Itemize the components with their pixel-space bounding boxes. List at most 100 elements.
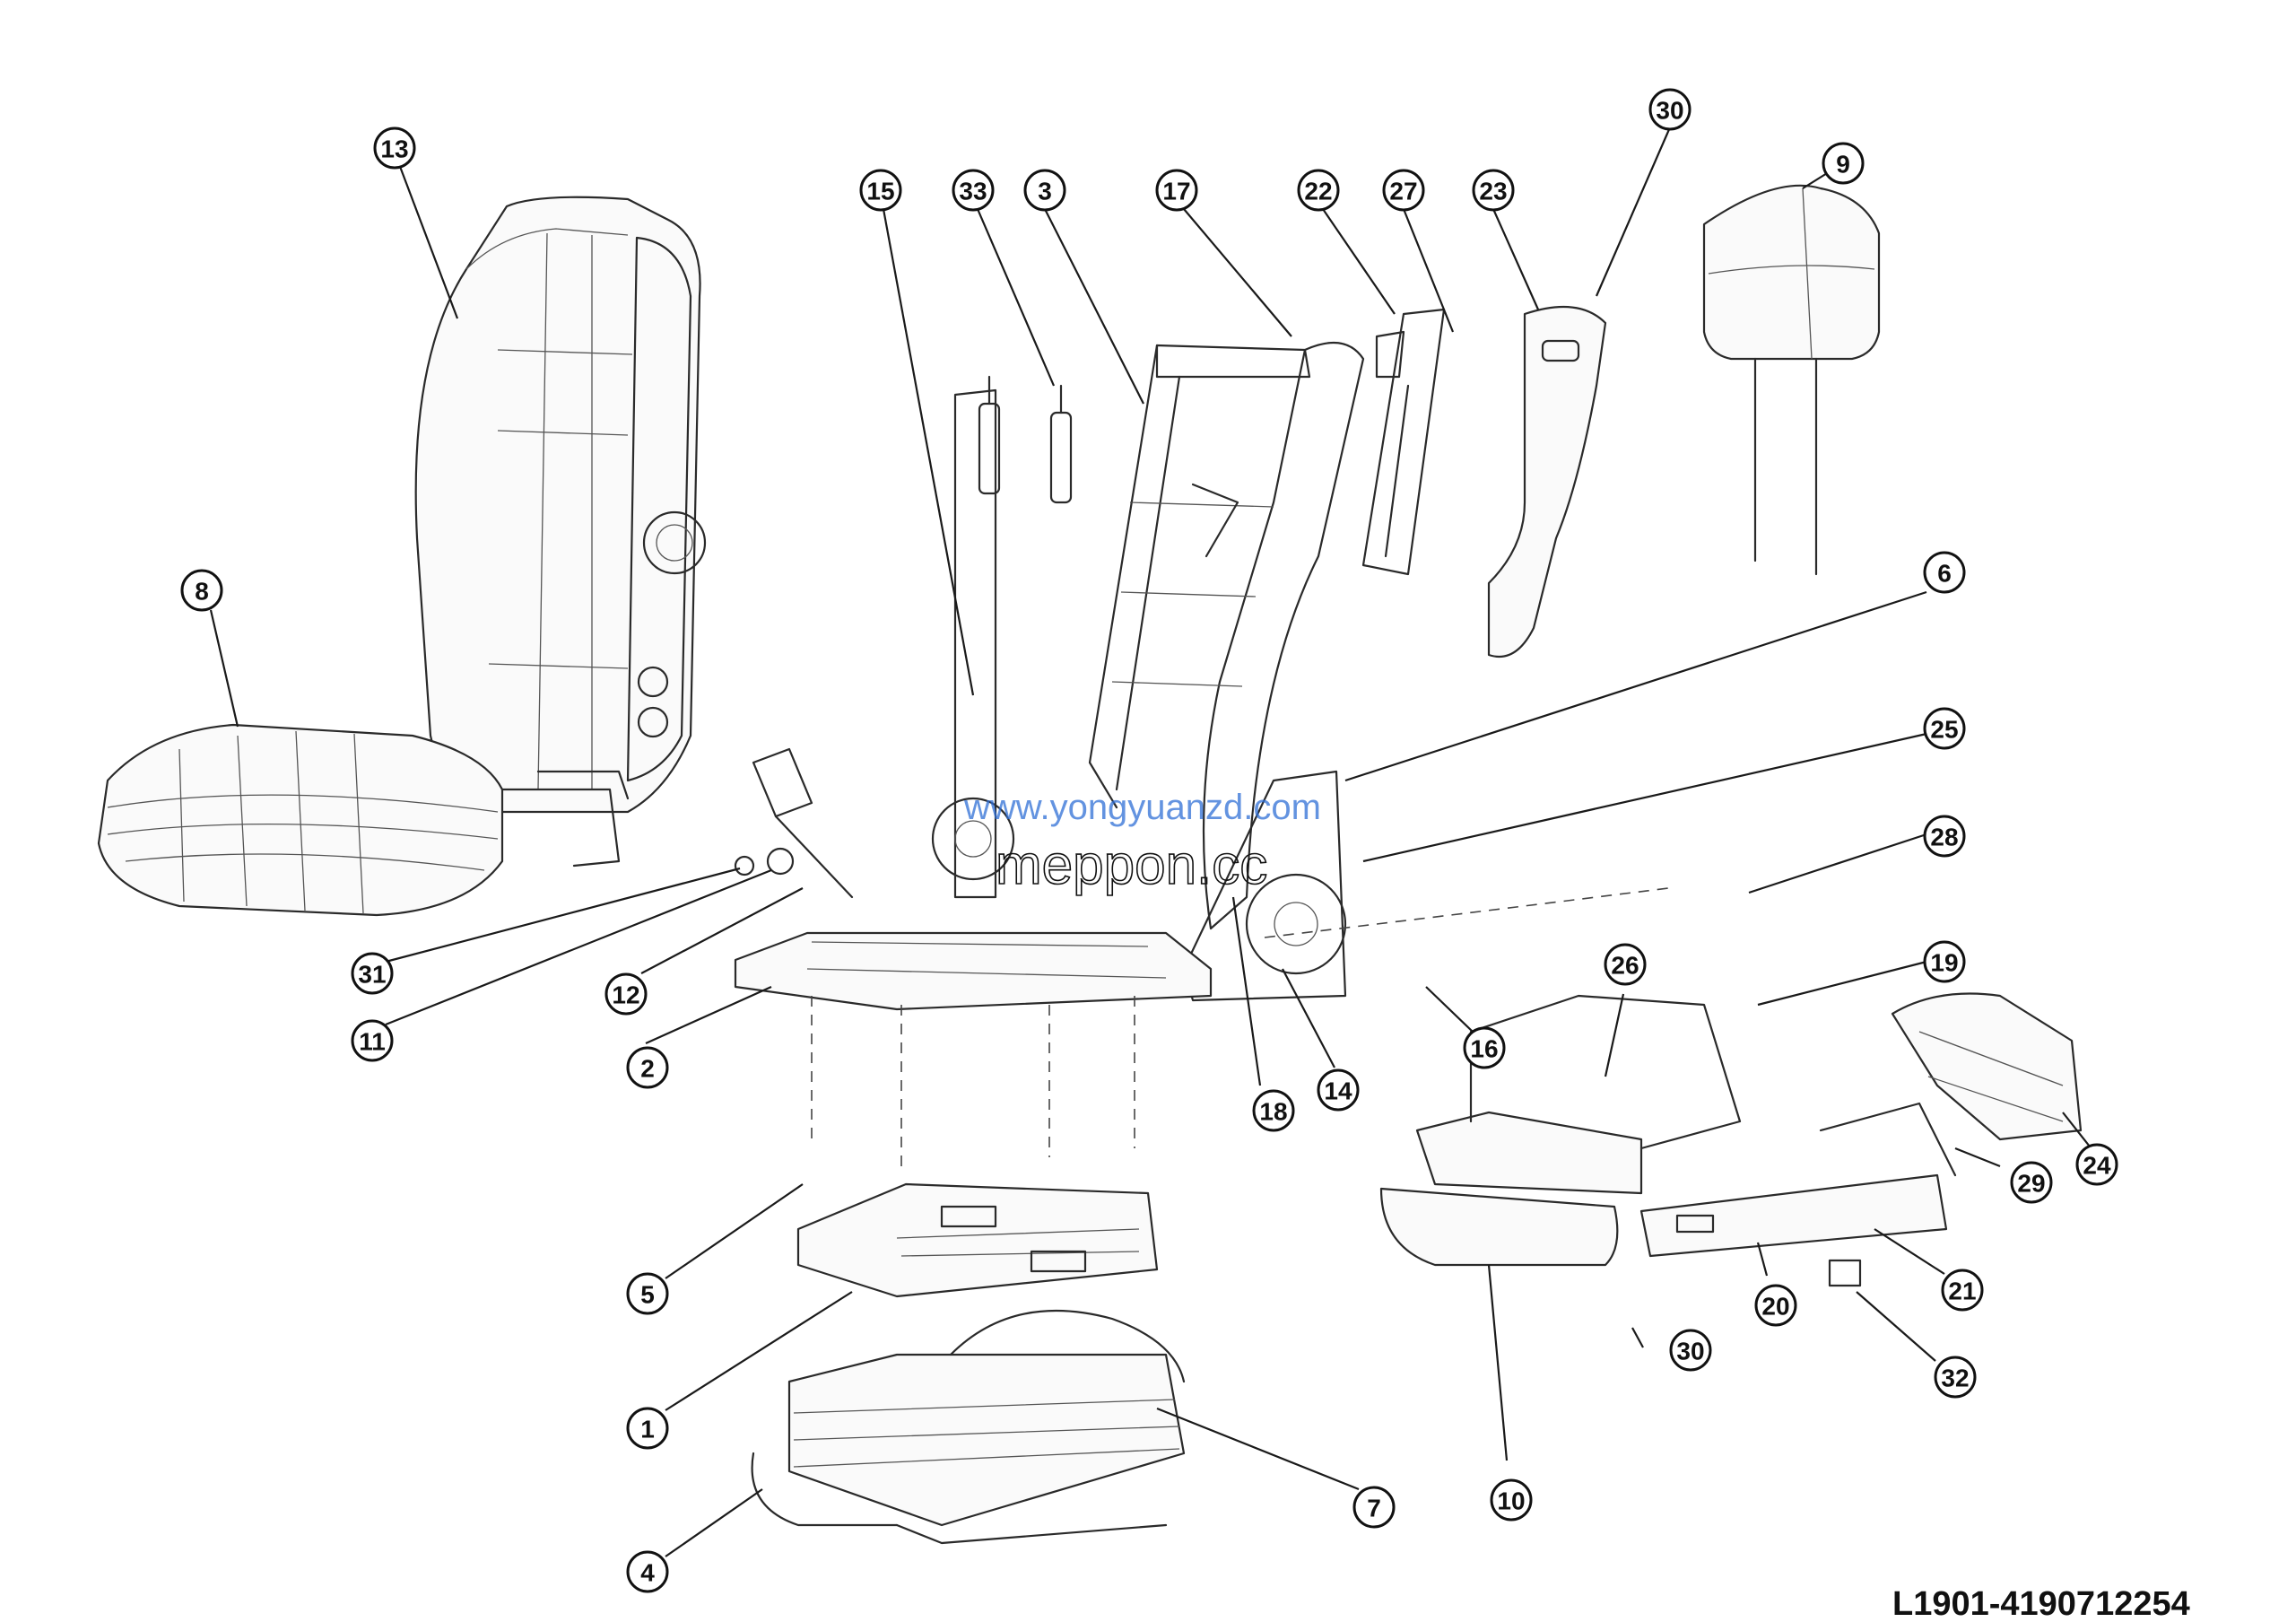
callout-29: 29 <box>2010 1161 2053 1204</box>
leader-23 <box>1492 208 1540 310</box>
leader-1 <box>665 1291 853 1411</box>
part-seat-cushion <box>97 723 630 917</box>
part-pins <box>978 375 1073 504</box>
leader-27 <box>1402 208 1455 333</box>
part-headrest <box>1702 184 1881 576</box>
watermark-secondary: meppon.cc <box>996 834 1267 896</box>
svg-text:20: 20 <box>1761 1293 1789 1321</box>
leader-30b <box>1631 1327 1644 1348</box>
part-backrest-assembled <box>414 196 707 814</box>
callout-20: 20 <box>1754 1284 1797 1327</box>
svg-text:18: 18 <box>1259 1098 1287 1126</box>
callout-8: 8 <box>180 569 223 612</box>
leader-17 <box>1183 208 1292 337</box>
leader-33 <box>976 208 1056 387</box>
callout-12: 12 <box>604 972 648 1016</box>
svg-text:3: 3 <box>1038 178 1052 205</box>
callout-33: 33 <box>952 169 995 212</box>
leader-2 <box>645 985 772 1045</box>
leader-24 <box>2062 1112 2091 1147</box>
callout-10: 10 <box>1490 1478 1533 1522</box>
callout-4: 4 <box>626 1550 669 1593</box>
svg-text:7: 7 <box>1367 1495 1381 1522</box>
callout-3: 3 <box>1023 169 1066 212</box>
callout-24: 24 <box>2075 1143 2118 1186</box>
callout-2: 2 <box>626 1046 669 1089</box>
callout-6: 6 <box>1923 551 1966 594</box>
leader-6 <box>1344 590 1927 782</box>
callout-9: 9 <box>1822 142 1865 185</box>
part-backrest-frame <box>1088 341 1365 930</box>
callout-22: 22 <box>1297 169 1340 212</box>
callout-30-top: 30 <box>1648 88 1692 131</box>
svg-text:31: 31 <box>358 961 386 989</box>
svg-text:1: 1 <box>640 1416 655 1443</box>
svg-text:29: 29 <box>2017 1170 2045 1198</box>
callout-31: 31 <box>351 952 394 995</box>
svg-text:25: 25 <box>1930 716 1958 744</box>
part-side-brackets <box>931 388 1347 1002</box>
callout-16: 16 <box>1463 1026 1506 1069</box>
svg-text:16: 16 <box>1470 1035 1498 1063</box>
svg-text:9: 9 <box>1836 151 1850 179</box>
leader-10 <box>1487 1264 1509 1461</box>
svg-text:23: 23 <box>1479 178 1507 205</box>
part-seat-pan <box>734 931 1213 1011</box>
svg-text:13: 13 <box>380 135 408 163</box>
leader-13 <box>397 163 459 319</box>
callout-15: 15 <box>859 169 902 212</box>
leader-21 <box>1874 1228 1945 1275</box>
leader-16 <box>1425 986 1474 1033</box>
svg-text:4: 4 <box>640 1559 655 1587</box>
part-recliner-plate <box>1361 308 1446 576</box>
callout-23: 23 <box>1472 169 1515 212</box>
leader-31 <box>385 867 741 964</box>
leader-14 <box>1282 968 1335 1068</box>
leader-26 <box>1604 993 1625 1077</box>
callout-7: 7 <box>1352 1486 1396 1529</box>
leader-32 <box>1856 1291 1936 1362</box>
leader-25 <box>1362 732 1927 863</box>
svg-text:30: 30 <box>1676 1338 1704 1365</box>
leader-15 <box>882 208 975 696</box>
part-seat-belt-buckle <box>734 747 854 899</box>
part-side-cover <box>1487 305 1607 658</box>
svg-text:28: 28 <box>1930 824 1958 851</box>
callout-17: 17 <box>1155 169 1198 212</box>
callout-28: 28 <box>1923 815 1966 858</box>
callout-27: 27 <box>1382 169 1425 212</box>
leader-29 <box>1954 1147 2001 1168</box>
callout-5: 5 <box>626 1272 669 1315</box>
leader-8 <box>209 609 239 728</box>
leader-5 <box>665 1183 804 1279</box>
leader-28 <box>1748 833 1927 894</box>
svg-text:19: 19 <box>1930 949 1958 977</box>
leader-lines <box>209 126 2091 1557</box>
leader-20 <box>1756 1242 1769 1277</box>
callouts: 13 8 15 33 3 17 22 27 23 30 9 6 25 28 19… <box>180 88 2118 1593</box>
part-suspension-base <box>751 1310 1186 1545</box>
part-slide-frame <box>796 1182 1159 1298</box>
callout-25: 25 <box>1923 707 1966 750</box>
callout-19: 19 <box>1923 940 1966 983</box>
svg-text:11: 11 <box>359 1028 386 1056</box>
callout-11: 11 <box>351 1019 394 1062</box>
drawing-code: L1901-4190712254 <box>1892 1585 2190 1622</box>
callout-21: 21 <box>1941 1269 1984 1312</box>
alignment-lines <box>811 887 1669 1166</box>
callout-18: 18 <box>1252 1089 1295 1132</box>
svg-text:14: 14 <box>1324 1077 1352 1105</box>
leader-12 <box>640 887 804 974</box>
svg-text:32: 32 <box>1941 1365 1969 1392</box>
svg-text:21: 21 <box>1948 1278 1976 1305</box>
svg-text:15: 15 <box>866 178 894 205</box>
leader-4 <box>665 1488 763 1557</box>
leader-22 <box>1322 208 1396 315</box>
svg-text:6: 6 <box>1937 560 1952 588</box>
leader-7 <box>1156 1407 1360 1491</box>
svg-text:17: 17 <box>1162 178 1190 205</box>
callout-26: 26 <box>1604 943 1647 986</box>
svg-text:10: 10 <box>1497 1487 1525 1515</box>
svg-text:8: 8 <box>195 578 209 606</box>
